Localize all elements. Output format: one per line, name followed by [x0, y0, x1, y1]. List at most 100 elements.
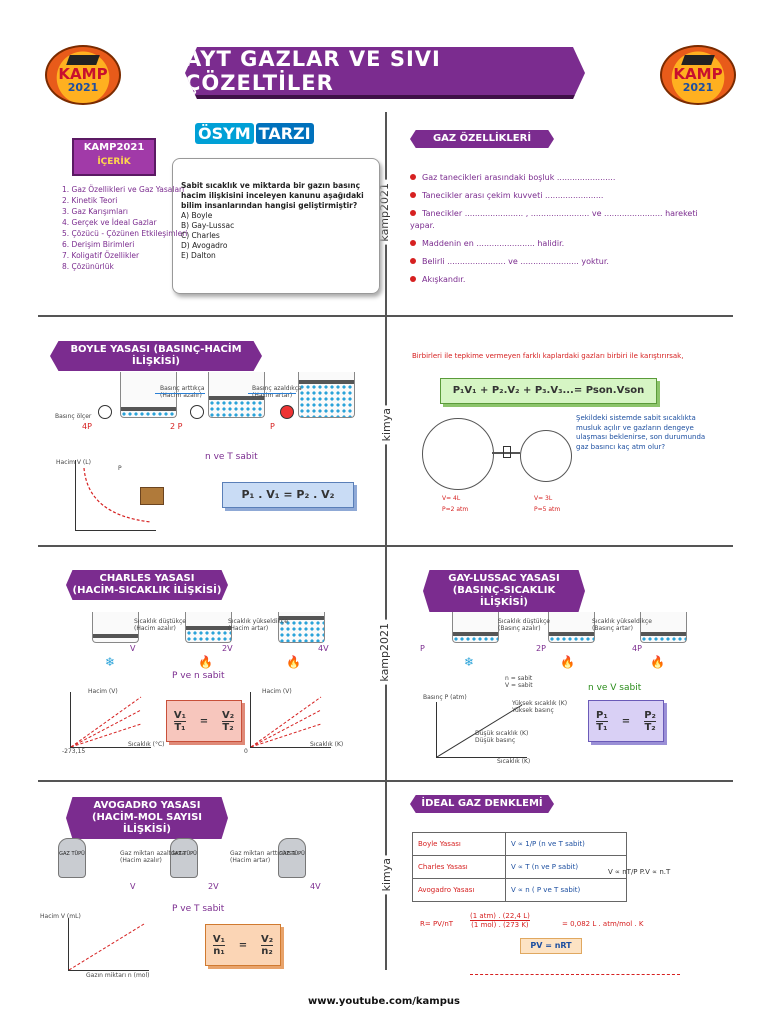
boyle-p1: 4P: [82, 422, 92, 431]
footer-url[interactable]: www.youtube.com/kampus: [308, 996, 460, 1007]
mixture-intro: Birbirleri ile tepkime vermeyen farklı k…: [412, 352, 684, 360]
charles-cylinder-1: [92, 612, 139, 643]
boyle-arrow1-label: Basınç arttıkça(Hacim azalır): [160, 385, 205, 399]
row-divider-1: [38, 315, 733, 317]
gas-prop-line: Maddenin en ....................... hali…: [410, 238, 715, 250]
gas-tank-icon: GAZ TÜPÜ: [170, 838, 198, 878]
gaylussac-p1: P: [420, 644, 425, 653]
right-flask-volume: V= 3L: [534, 495, 553, 502]
gaylussac-p3: 4P: [632, 644, 642, 653]
gaylussac-axis-x: Sıcaklık (K): [497, 758, 531, 765]
valve-icon: [503, 446, 511, 458]
boyle-p2: 2 P: [170, 422, 183, 431]
avogadro-axis-y: Hacim V (mL): [40, 913, 81, 920]
contents-item: 3. Gaz Karışımları: [62, 207, 128, 216]
gaylussac-line: [436, 704, 523, 758]
charles-constant: P ve n sabit: [172, 671, 225, 681]
side-label-4: kimya: [380, 855, 393, 895]
gaylussac-note1: Yüksek sıcaklık (K)Yüksek basınç: [512, 700, 568, 714]
ideal-r-calc: (1 atm) . (22,4 L) (1 mol) . (273 K): [470, 912, 530, 929]
gaylussac-note2: Düşük sıcaklık (K)Düşük basınç: [475, 730, 529, 744]
column-divider: [385, 112, 387, 970]
flask-left: [422, 418, 494, 490]
boyle-p3: P: [270, 422, 275, 431]
pv-nrt-box: PV = nRT: [520, 938, 582, 954]
contents-item: 8. Çözünürlük: [62, 262, 114, 271]
boyle-constant: n ve T sabit: [205, 452, 258, 462]
option-e: E) Dalton: [181, 251, 216, 260]
gas-prop-line: Akışkandır.: [410, 274, 715, 286]
arrow-right-icon: [248, 393, 296, 394]
ideal-r-lhs: R= PV/nT: [420, 920, 454, 928]
connector-tube: [492, 452, 520, 454]
contents-list: 1. Gaz Özellikleri ve Gaz Yasaları 2. Ki…: [62, 184, 187, 272]
gaylussac-cylinder-3: [640, 612, 687, 643]
gaylussac-cylinder-1: [452, 612, 499, 643]
contents-item: 6. Derişim Birimleri: [62, 240, 135, 249]
charles-axis-x2: Sıcaklık (K): [310, 741, 344, 748]
option-c: C) Charles: [181, 231, 220, 240]
charles-zero1: -273,15: [62, 748, 86, 755]
avogadro-graph: [68, 918, 149, 971]
right-flask-pressure: P=5 atm: [534, 506, 561, 513]
answer-blanks: [470, 974, 680, 975]
flame-icon: 🔥: [650, 655, 665, 669]
contents-item: 4. Gerçek ve İdeal Gazlar: [62, 218, 157, 227]
ideal-combined: V ∝ nT/P P.V ∝ n.T: [608, 868, 671, 876]
charles-title: CHARLES YASASI(HACİM-SICAKLIK İLİŞKİSİ): [66, 570, 228, 600]
gaylussac-axis-y: Basınç P (atm): [423, 694, 467, 701]
avogadro-constant: P ve T sabit: [172, 904, 225, 914]
charles-zero2: 0: [244, 748, 248, 755]
boyle-graph: [75, 460, 156, 531]
boyle-cylinder-1: [120, 372, 177, 418]
charles-v2: 2V: [222, 644, 233, 653]
contents-sign: KAMP2021 İÇERİK: [72, 138, 156, 176]
gaylussac-arrow1-label: Sıcaklık düştükçe(Basınç azalır): [498, 618, 550, 632]
side-label-2: kimya: [380, 405, 393, 445]
charles-v1: V: [130, 644, 136, 653]
flame-icon: 🔥: [560, 655, 575, 669]
gaylussac-constant: n ve V sabit: [588, 683, 642, 693]
boyle-cylinder-2: [208, 372, 265, 418]
snowflake-icon: ❄: [464, 655, 475, 669]
charles-cylinder-2: [185, 612, 232, 643]
boyle-cylinder-3: [298, 372, 355, 418]
question-box: Sabit sıcaklık ve miktarda bir gazın bas…: [172, 158, 380, 294]
flame-icon: 🔥: [286, 655, 301, 669]
charles-lines-celsius: [70, 696, 142, 748]
gaylussac-graph: [436, 702, 527, 758]
gas-prop-line: Gaz tanecikleri arasındaki boşluk ......…: [410, 172, 715, 184]
snowflake-icon: ❄: [105, 655, 116, 669]
question-stem: Sabit sıcaklık ve miktarda bir gazın bas…: [181, 181, 364, 210]
boyle-axis-x: P: [118, 465, 122, 472]
left-flask-pressure: P=2 atm: [442, 506, 469, 513]
row-divider-3: [38, 780, 733, 782]
gas-props-list: Gaz tanecikleri arasındaki boşluk ......…: [410, 172, 715, 286]
gas-props-title: GAZ ÖZELLİKLERİ: [410, 130, 554, 148]
charles-v3: 4V: [318, 644, 329, 653]
gaylussac-title: GAY-LUSSAC YASASI(BASINÇ-SICAKLIK İLİŞKİ…: [423, 570, 585, 612]
gaylussac-cylinder-2: [548, 612, 595, 643]
contents-item: 2. Kinetik Teori: [62, 196, 118, 205]
charles-arrow2-label: Sıcaklık yükseldikçe(Hacim artar): [228, 618, 288, 632]
avogadro-axis-x: Gazın miktarı n (mol): [86, 972, 150, 979]
charles-axis-y1: Hacim (V): [88, 688, 118, 695]
charles-axis-y2: Hacim (V): [262, 688, 292, 695]
contents-item: 1. Gaz Özellikleri ve Gaz Yasaları: [62, 185, 185, 194]
mixture-formula: P₁V₁ + P₂.V₂ + P₃.V₃...= Pson.Vson: [440, 378, 657, 404]
charles-lines-kelvin: [250, 696, 322, 748]
charles-axis-x1: Sıcaklık (°C): [128, 741, 165, 748]
boyle-arrow2-label: Basınç azaldıkça(Hacim artar): [252, 385, 302, 399]
option-d: D) Avogadro: [181, 241, 228, 250]
boyle-curve: [83, 467, 152, 523]
boyle-formula: P₁ . V₁ = P₂ . V₂: [222, 482, 354, 508]
charles-graph-celsius: [70, 692, 151, 748]
boyle-gauge-label: Basınç ölçer: [55, 413, 92, 420]
avogadro-v2: 2V: [208, 882, 219, 891]
